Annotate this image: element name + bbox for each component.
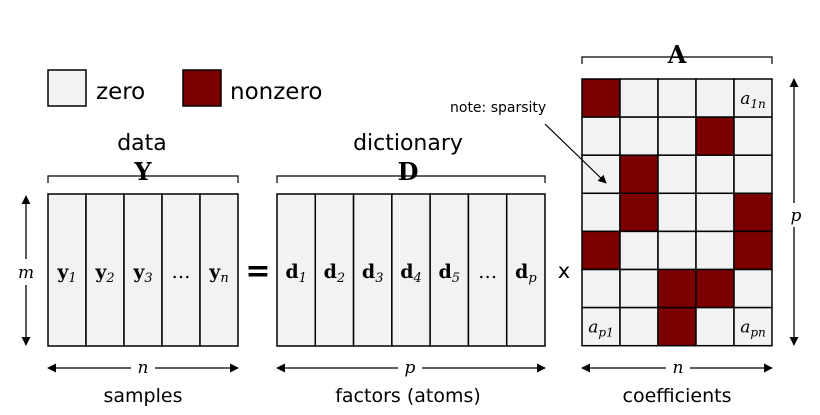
coefficient-cell-labels: a1n ap1 apn [588,89,766,340]
data-column-label: y2 [94,261,114,286]
coefficient-cell-label: a1n [740,89,766,111]
coefficient-matrix-symbol: A [667,40,687,69]
data-columns: y1 y2 y3 … yn [47,193,239,347]
coefficient-cell-zero [733,268,773,309]
data-column [161,193,201,347]
coefficient-cell-zero [657,230,697,271]
coefficient-cell-zero [733,306,773,347]
coefficient-cell-zero [619,116,659,156]
coefficient-cell-zero [581,154,621,195]
dictionary-column-label: d2 [324,261,346,286]
times-sign: x [558,259,570,283]
coefficient-cell-zero [581,116,621,156]
dictionary-column [505,193,546,347]
dictionary-matrix-symbol: D [398,157,419,186]
coefficient-cell-zero [619,306,659,347]
coefficient-cell-zero [657,78,697,118]
dictionary-column-label: … [478,261,497,283]
coefficient-cell-zero [581,268,621,309]
dictionary-column-label: dp [515,261,537,286]
coefficient-cell-zero [619,78,659,118]
coefficient-cell-nonzero [619,192,659,233]
coefficient-cell-nonzero [733,192,773,233]
coefficient-cell-zero [695,230,735,271]
coefficient-cell-label: apn [740,318,766,340]
coefficient-cell-nonzero [657,268,697,309]
samples-caption: samples [104,385,183,407]
data-matrix: data Y y1 y2 y3 … yn m n samples [16,131,239,407]
data-matrix-symbol: Y [133,157,152,186]
dictionary-column [276,193,317,347]
dictionary-col-dimension-label: p [405,358,416,378]
equals-sign: = [245,254,270,289]
coefficient-cell-zero [695,78,735,118]
data-column-label: … [172,261,191,283]
coefficient-cell-zero [619,230,659,271]
data-row-dimension-label: m [18,263,34,283]
dictionary-matrix: dictionary D d1 d2 d3 d4 d5 … dp p factors (at… [276,131,546,407]
coefficient-cell-zero [619,268,659,309]
dictionary-column [352,193,393,347]
coefficient-cell-nonzero [619,154,659,195]
dictionary-column-label: d1 [285,261,307,286]
coefficient-row-dimension-label: p [791,206,802,226]
legend-zero-label: zero [96,79,145,105]
data-column-label: y3 [132,261,152,286]
coefficient-cell-zero [657,116,697,156]
coefficient-cell-nonzero [695,116,735,156]
coefficient-cell-nonzero [733,230,773,271]
dictionary-columns: d1 d2 d3 d4 d5 … dp [276,193,546,347]
data-col-dimension-label: n [138,358,149,378]
coefficient-matrix: A a1n ap1 apn p n coefficients note: spars… [450,40,806,407]
coefficient-cell-zero [581,192,621,233]
coefficient-cell-nonzero [657,306,697,347]
data-column [85,193,125,347]
coefficient-grid [581,78,773,347]
coefficient-cell-zero [657,154,697,195]
coefficient-cell-nonzero [581,78,621,118]
data-top-bracket [47,175,239,183]
dictionary-column [314,193,355,347]
legend-nonzero-swatch [182,69,222,107]
coefficient-cell-zero [733,154,773,195]
data-column-label: y1 [56,261,76,286]
sparsity-note: note: sparsity [450,100,546,116]
coefficient-cell-zero [657,192,697,233]
dictionary-caption: dictionary [353,131,463,156]
factors-caption: factors (atoms) [335,385,481,407]
coefficients-caption: coefficients [623,385,732,407]
dictionary-top-bracket [276,175,546,183]
data-column [199,193,239,347]
dictionary-column [429,193,470,347]
dictionary-column [467,193,508,347]
data-caption: data [117,131,167,156]
dictionary-column [391,193,431,347]
dictionary-column-label: d4 [400,261,422,286]
legend-zero-swatch [47,69,87,107]
coefficient-cell-zero [695,154,735,195]
dictionary-column-label: d5 [438,261,460,286]
coefficient-cell-zero [733,116,773,156]
coefficient-cell-label: ap1 [588,318,613,340]
dictionary-column-label: d3 [362,261,384,286]
legend-nonzero-label: nonzero [230,79,322,105]
coefficient-cell-zero [581,306,621,347]
coefficient-cell-nonzero [581,230,621,271]
legend: zero nonzero [47,69,322,107]
data-column-label: yn [208,261,228,286]
coefficient-top-bracket [581,56,773,64]
coefficient-cell-nonzero [695,268,735,309]
coefficient-cell-zero [695,192,735,233]
coefficient-col-dimension-label: n [673,358,684,378]
data-column [123,193,163,347]
sparsity-note-arrow [544,123,607,184]
coefficient-cell-zero [695,306,735,347]
